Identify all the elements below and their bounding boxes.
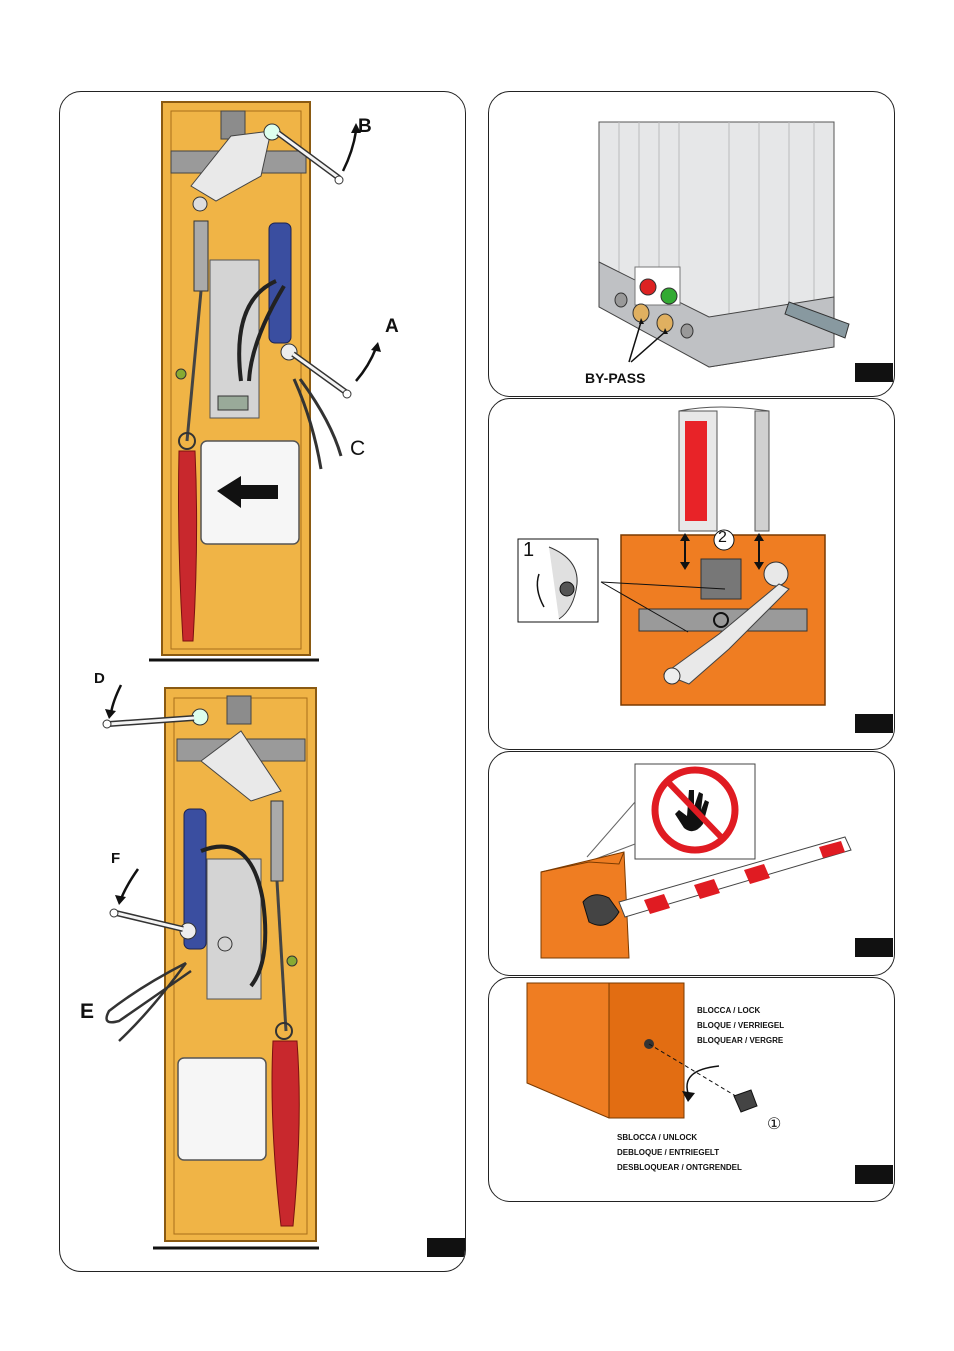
- barrier-warning-diagram: [540, 763, 852, 959]
- release-mechanism-diagram: [517, 406, 826, 706]
- unlock-line-2: DEBLOQUE / ENTRIEGELT: [617, 1148, 720, 1157]
- label-d: D: [94, 670, 105, 687]
- lower-cabinet: [102, 684, 319, 1250]
- release-panel: 1 2: [488, 398, 895, 750]
- figure-tag: [427, 1238, 465, 1257]
- motor-housing-diagram: [598, 121, 850, 368]
- figure-tag: [855, 363, 893, 382]
- key-lock-diagram: [526, 982, 758, 1119]
- lock-line-1: BLOCCA / LOCK: [697, 1006, 761, 1015]
- figure-tag: [855, 1165, 893, 1184]
- left-panel: B A C D F E: [59, 91, 466, 1272]
- lock-panel: BLOCCA / LOCK BLOQUE / VERRIEGEL BLOQUEA…: [488, 977, 895, 1202]
- unlock-line-1: SBLOCCA / UNLOCK: [617, 1133, 698, 1142]
- upper-cabinet: [149, 101, 381, 662]
- step-1-label: 1: [523, 539, 535, 561]
- key-step-label: ①: [767, 1116, 782, 1133]
- lock-line-2: BLOQUE / VERRIEGEL: [697, 1021, 785, 1030]
- figure-tag: [855, 938, 893, 957]
- barrier-cabinet-diagram: [102, 101, 381, 1250]
- warning-panel: [488, 751, 895, 976]
- lock-line-3: BLOQUEAR / VERGRE: [697, 1036, 784, 1045]
- bypass-label: BY-PASS: [585, 370, 646, 386]
- unlock-line-3: DESBLOQUEAR / ONTGRENDEL: [617, 1163, 742, 1172]
- label-a: A: [385, 316, 399, 337]
- label-f: F: [111, 850, 121, 867]
- label-b: B: [358, 116, 372, 137]
- label-e: E: [80, 1000, 95, 1023]
- bypass-panel: BY-PASS: [488, 91, 895, 397]
- figure-tag: [855, 714, 893, 733]
- step-2-label: 2: [718, 529, 727, 546]
- label-c: C: [350, 437, 366, 460]
